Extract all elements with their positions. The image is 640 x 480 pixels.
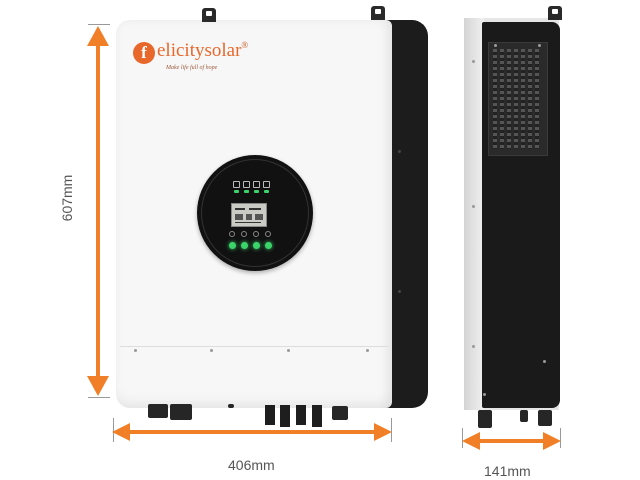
width-arrow-right-icon [374,423,392,441]
status-icon-3 [253,181,260,188]
width-line [128,430,376,434]
depth-arrow-right-icon [543,432,561,450]
side-screw-icon [538,44,541,47]
green-indicator-1 [229,242,236,249]
side-gland-2 [520,410,528,422]
width-label: 406mm [228,457,275,473]
vent-slot [528,49,532,149]
menu-up-button[interactable] [229,231,235,237]
lcd-segment [246,214,252,220]
lcd-segment [235,222,261,223]
height-label: 607mm [59,174,75,222]
side-gland-3 [538,410,552,426]
vent-slot [521,49,525,149]
height-line [96,44,100,380]
panel-seam [120,346,388,347]
menu-enter-button[interactable] [253,231,259,237]
green-indicator-3 [253,242,260,249]
lcd-screen [231,203,267,227]
screw-icon [210,349,213,352]
side-gland-1 [478,410,492,428]
side-screw-icon [543,360,546,363]
side-screw-icon [472,205,475,208]
lcd-segment [235,208,245,210]
side-screw-icon [494,44,497,47]
depth-line [478,439,546,443]
side-mounting-hook-icon [548,6,562,20]
screw-icon [366,349,369,352]
status-led-1 [234,190,239,193]
registered-mark: ® [241,40,249,50]
cable-gland-1 [148,404,168,418]
lcd-segment [249,208,261,210]
vent-slot [514,49,518,149]
menu-esc-button[interactable] [265,231,271,237]
brand-tagline: Make life full of hope [166,65,218,71]
lcd-segment [255,214,263,220]
side-view-front-edge [464,18,484,410]
side-vent-grille [488,42,548,156]
vent-slot [500,49,504,149]
cable-gland-4 [332,406,348,420]
height-arrow-bottom-icon [87,376,109,396]
mounting-hook-right-icon [371,6,385,20]
pv-connector-4 [312,405,322,427]
pv-connector-1 [265,405,275,425]
side-screw-icon [472,345,475,348]
vent-slot [535,49,539,149]
green-indicator-4 [265,242,272,249]
status-icon-1 [233,181,240,188]
status-icon-2 [243,181,250,188]
status-icon-4 [263,181,270,188]
lcd-segment [235,214,243,220]
status-led-2 [244,190,249,193]
screw-icon [134,349,137,352]
brand-logo-icon: f [133,42,155,64]
width-arrow-left-icon [112,423,130,441]
height-tick-bottom [88,397,110,398]
menu-down-button[interactable] [241,231,247,237]
screw-icon [287,349,290,352]
brand-name: elicitysolar® [157,40,248,62]
vent-slot [493,49,497,149]
height-arrow-top-icon [87,26,109,46]
green-indicator-2 [241,242,248,249]
brand-name-text: elicitysolar [157,40,242,61]
side-panel-dots [398,150,401,153]
height-tick-top [88,24,110,25]
status-led-3 [254,190,259,193]
pv-connector-3 [296,405,306,425]
mounting-hook-left-icon [202,8,216,22]
side-screw-icon [483,393,486,396]
vent-slot [507,49,511,149]
cable-gland-3 [228,404,234,408]
side-panel-dot [398,290,401,293]
depth-arrow-left-icon [462,432,480,450]
side-screw-icon [472,60,475,63]
depth-label: 141mm [484,463,531,479]
cable-gland-2 [170,404,192,420]
status-led-4 [264,190,269,193]
pv-connector-2 [280,405,290,427]
bezel-ring [201,159,309,267]
